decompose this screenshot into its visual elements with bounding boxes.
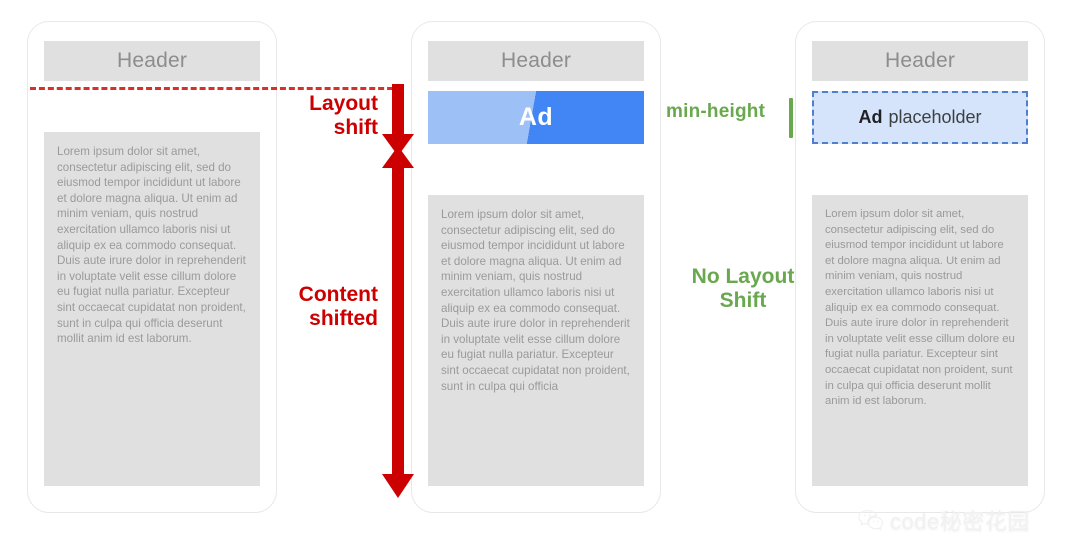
page-header-label: Header xyxy=(500,49,572,72)
no-layout-shift-annotation-label: No Layout Shift xyxy=(691,265,795,313)
watermark: code秘密花园 xyxy=(858,504,1030,536)
body-paragraph: Lorem ipsum dolor sit amet, consectetur … xyxy=(441,208,630,393)
page-header-bar: Header xyxy=(44,41,260,81)
phone-mockup-reserved-space-page: Header Ad placeholder Lorem ipsum dolor … xyxy=(795,21,1045,513)
ad-banner[interactable]: Ad xyxy=(428,91,644,144)
layout-shift-arrow-icon xyxy=(382,84,414,156)
ad-placeholder-rest-label: placeholder xyxy=(888,107,982,127)
page-content-block: Lorem ipsum dolor sit amet, consectetur … xyxy=(812,195,1028,486)
ad-placeholder-box[interactable]: Ad placeholder xyxy=(812,91,1028,144)
content-shifted-annotation-label: Content shifted xyxy=(298,283,378,330)
ad-placeholder-strong-label: Ad xyxy=(858,107,883,127)
body-paragraph: Lorem ipsum dolor sit amet, consectetur … xyxy=(57,145,246,346)
layout-shift-annotation-label: Layout shift xyxy=(309,92,378,139)
phone-mockup-shifting-page: Header Lorem ipsum dolor sit amet, conse… xyxy=(27,21,277,513)
shift-baseline-dashed-line xyxy=(30,87,402,90)
min-height-measure-bar xyxy=(789,98,793,138)
watermark-label: code秘密花园 xyxy=(890,509,1030,534)
content-shifted-arrow-icon xyxy=(382,146,414,498)
page-content-block: Lorem ipsum dolor sit amet, consectetur … xyxy=(428,195,644,486)
page-header-label: Header xyxy=(116,49,188,72)
page-content-block: Lorem ipsum dolor sit amet, consectetur … xyxy=(44,132,260,486)
ad-banner-label: Ad xyxy=(518,103,554,131)
phone-mockup-ad-loaded-page: Header Ad Lorem ipsum dolor sit amet, co… xyxy=(411,21,661,513)
page-header-bar: Header xyxy=(812,41,1028,81)
min-height-annotation-label: min-height xyxy=(666,101,766,122)
wechat-icon xyxy=(858,509,884,531)
phone-screen: Header Ad Lorem ipsum dolor sit amet, co… xyxy=(428,41,644,486)
phone-screen: Header Lorem ipsum dolor sit amet, conse… xyxy=(44,41,260,486)
body-paragraph: Lorem ipsum dolor sit amet, consectetur … xyxy=(825,208,1015,408)
phone-screen: Header Ad placeholder Lorem ipsum dolor … xyxy=(812,41,1028,486)
page-header-label: Header xyxy=(884,49,956,72)
page-header-bar: Header xyxy=(428,41,644,81)
